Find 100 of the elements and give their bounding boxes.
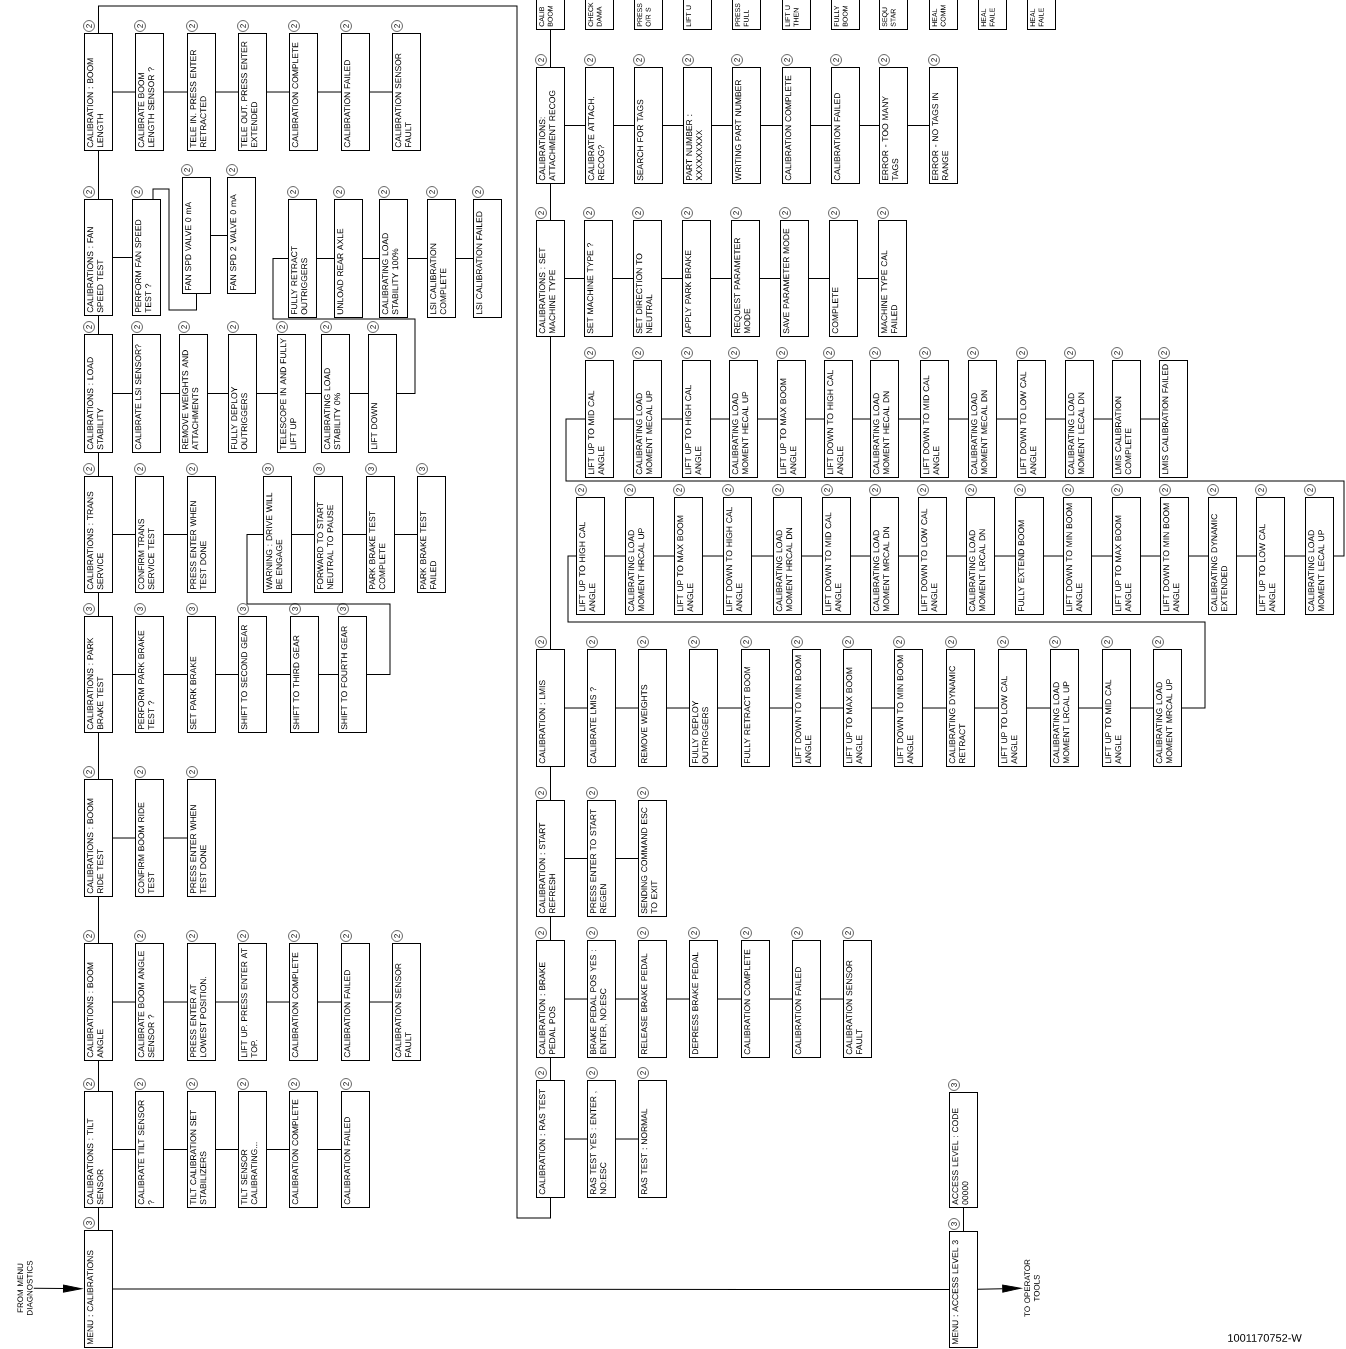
message-box: LIFT DOWN TO HIGH CAL ANGLE [723, 497, 752, 615]
message-box: CALIBRATING LOAD MOMENT MRCAL DN [870, 497, 899, 615]
connector-line [317, 91, 342, 93]
circled-number: 2 [186, 20, 198, 32]
message-box: FAN SPD 2 VALVE 0 mA [227, 177, 256, 294]
circled-number: 2 [134, 1078, 146, 1090]
circled-number: 2 [673, 484, 685, 496]
connector-line [112, 91, 136, 93]
circled-number: 2 [722, 484, 734, 496]
circled-number: 3 [262, 463, 274, 475]
connector-line [1140, 418, 1160, 420]
connector-line [163, 1149, 188, 1150]
connector-line [207, 393, 229, 394]
message-box: CONFIRM BOOM RIDE TEST [135, 779, 164, 897]
connector-line [215, 1001, 239, 1003]
connector-line [948, 418, 969, 420]
circled-number: 2 [681, 207, 693, 219]
circled-number: 2 [340, 1078, 352, 1090]
connector-line [615, 1138, 639, 1140]
message-box: UNLOAD REAR AXLE [334, 199, 363, 318]
message-box: PRESS ENTER WHEN TEST DONE [187, 779, 216, 897]
connector-line [163, 837, 188, 839]
connector-line [210, 235, 228, 236]
circled-number: 2 [586, 636, 598, 648]
circled-number: 2 [276, 321, 288, 333]
connector-line [1045, 418, 1066, 420]
connector-line [857, 278, 879, 279]
circled-number: 3 [83, 603, 95, 615]
connector-line [550, 183, 551, 221]
connector-line [751, 555, 774, 557]
circled-number: 2 [1111, 347, 1123, 359]
message-box: TILT SENSOR CALIBRATING... [238, 1091, 267, 1208]
circled-number: 2 [83, 463, 95, 475]
connector-line [98, 896, 99, 944]
connector-line [808, 278, 830, 279]
message-box: CALIBRATION COMPLETE [782, 67, 811, 184]
connector-line [98, 732, 99, 780]
message-box: CALIBRATIONS : TRANS SERVICE [84, 476, 113, 593]
connector-line [1140, 555, 1161, 557]
connector-line [564, 1138, 588, 1140]
message-box: CALIBRATE LMIS ? [587, 649, 616, 767]
connector-line [710, 278, 732, 279]
message-box: CALIBRATION COMPLETE [741, 940, 770, 1058]
connector-line [246, 534, 391, 675]
connector-line [820, 707, 844, 709]
message-box: LIFT UP TO MAX BOOM ANGLE [843, 649, 872, 767]
message-box: LIFT UP TO MAX BOOM ANGLE [1112, 497, 1141, 615]
connector-line [661, 418, 683, 420]
message-box: CALIBRATION FAILED [341, 943, 370, 1061]
connector-line [850, 555, 871, 557]
message-box: SET PARK BRAKE [187, 616, 216, 733]
circled-number: 2 [333, 186, 345, 198]
circled-number: 2 [842, 636, 854, 648]
message-box: REMOVE WEIGHTS AND ATTACHMENTS [179, 334, 208, 453]
connector-line [1043, 555, 1064, 557]
circled-number: 2 [288, 930, 300, 942]
connector-line [1078, 707, 1103, 709]
connector-line [946, 555, 967, 557]
connector-line [98, 452, 99, 477]
message-box: SHIFT TO SECOND GEAR [238, 616, 267, 733]
circled-number: 3 [365, 463, 377, 475]
circled-number: 2 [633, 54, 645, 66]
circled-number: 3 [289, 603, 301, 615]
circled-number: 2 [967, 347, 979, 359]
connector-line [215, 674, 239, 675]
message-box: LIFT UP TO HIGH CAL ANGLE [682, 360, 711, 478]
connector-line [112, 1149, 136, 1150]
connector-line [163, 1001, 188, 1003]
circled-number: 2 [340, 20, 352, 32]
connector-line [317, 1001, 342, 1003]
connector-line [612, 278, 634, 279]
connector-line [801, 555, 823, 557]
circled-number: 3 [948, 1079, 960, 1091]
drawing-number: 1001170752-W [1228, 1334, 1302, 1342]
message-box: PERFORM PARK BRAKE TEST ? [135, 616, 164, 733]
message-box: CALIBRATION : START REFRESH [536, 800, 565, 917]
message-box: CALIBRATIONS : BOOM RIDE TEST [84, 779, 113, 897]
connector-line [550, 766, 551, 801]
connector-line [318, 674, 339, 675]
connector-line [256, 393, 278, 394]
message-box: FULLY RETRACT BOOM [741, 649, 770, 767]
connector-line [615, 858, 639, 859]
message-box: CALIBRATE BOOM ANGLE SENSOR ? [135, 943, 164, 1061]
message-box: DEPRESS BRAKE PEDAL [689, 940, 718, 1058]
message-box: CALIBRATE LSI SENSOR? [132, 334, 161, 453]
circled-number: 2 [186, 1078, 198, 1090]
message-box: ACCESS LEVEL : CODE 00000 [949, 1092, 978, 1208]
connector-line [859, 125, 880, 126]
message-box: CALIBRATE BOOM LENGTH SENSOR ? [135, 33, 164, 151]
circled-number: 2 [584, 54, 596, 66]
message-box: CALIBRATION COMPLETE [289, 33, 318, 151]
connector-line [615, 998, 639, 1000]
connector-line [1188, 555, 1209, 557]
circled-number: 2 [227, 321, 239, 333]
circled-number: 2 [1152, 636, 1164, 648]
message-box: CALIBRATION : LMIS [536, 649, 565, 767]
connector-line [922, 707, 947, 709]
circled-number: 2 [186, 766, 198, 778]
connector-line [963, 1207, 964, 1232]
message-box: PRESS ENTER TO START REGEN [587, 800, 616, 917]
